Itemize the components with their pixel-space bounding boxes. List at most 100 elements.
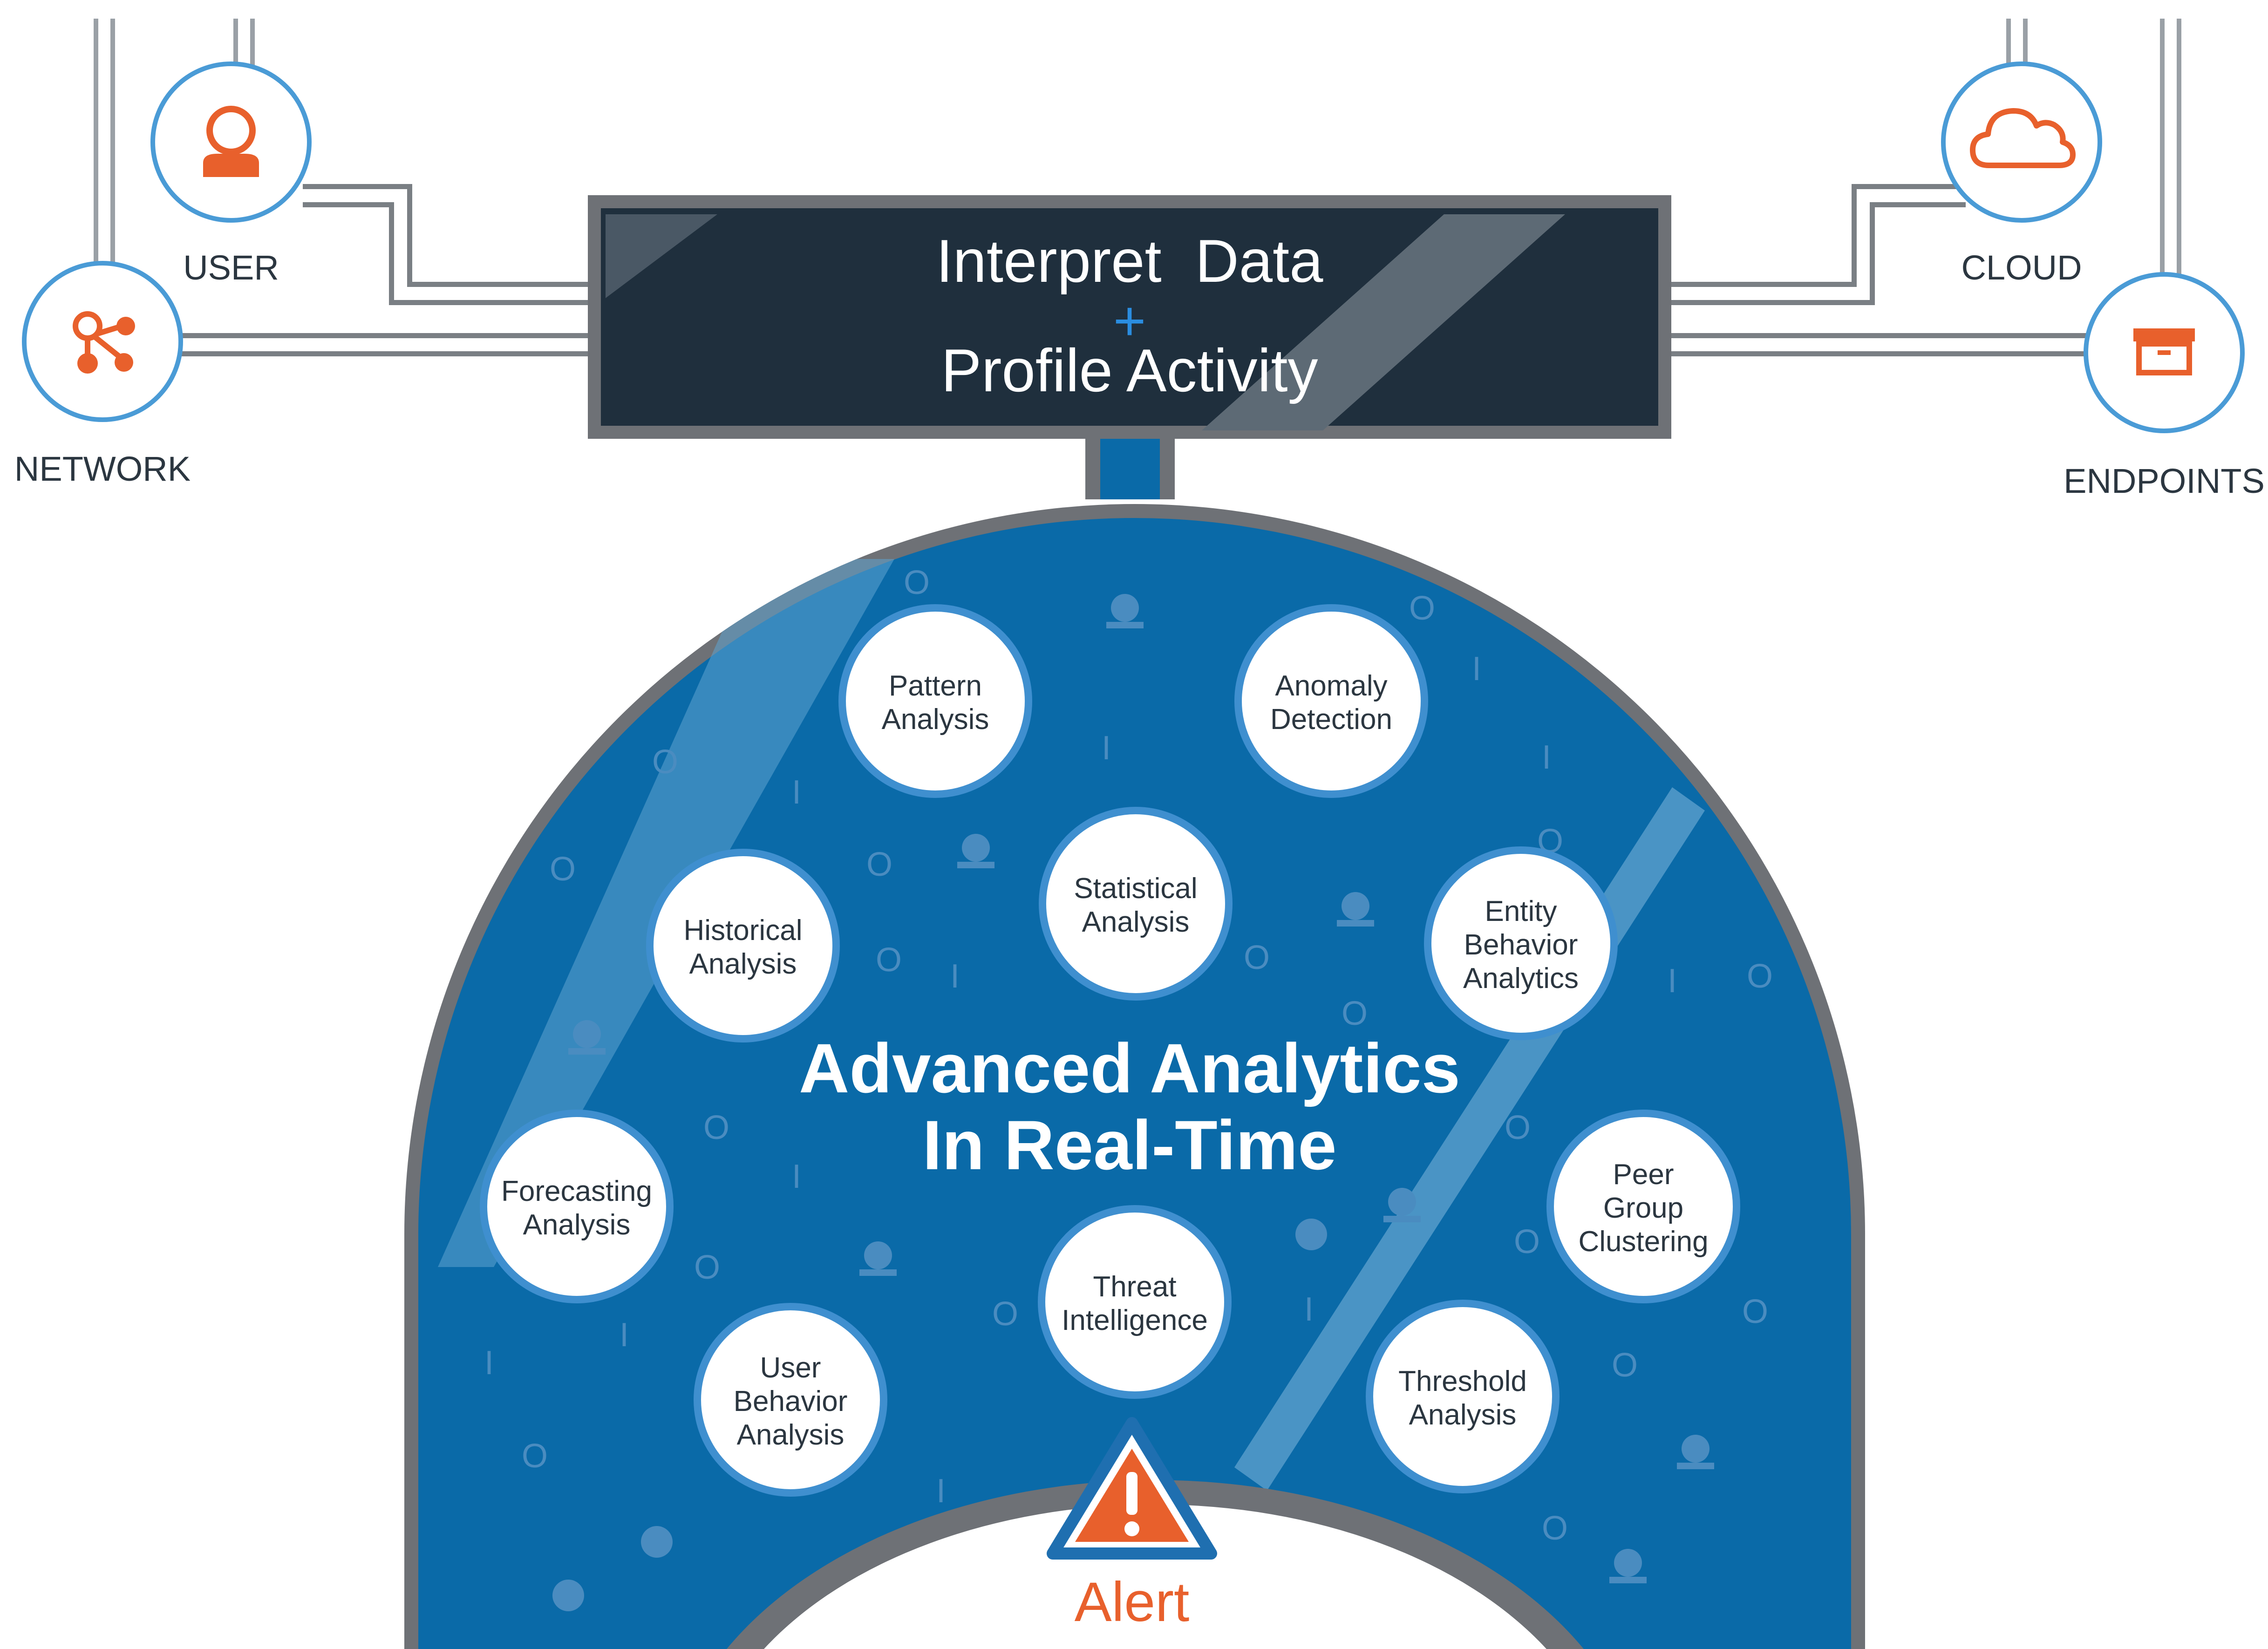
virus-icon — [1295, 1219, 1327, 1250]
svg-text:O: O — [992, 1295, 1018, 1333]
technique-label: Analysis — [523, 1209, 631, 1241]
technique-label: Peer — [1613, 1158, 1674, 1191]
svg-text:O: O — [1747, 958, 1773, 995]
technique-bubble-circle — [838, 604, 1032, 798]
analytics-title-line2: In Real-Time — [922, 1106, 1336, 1184]
technique-bubble-circle — [480, 1110, 674, 1303]
svg-text:O: O — [1342, 995, 1368, 1032]
svg-text:O: O — [876, 941, 902, 979]
technique-label: Anomaly — [1275, 670, 1387, 702]
technique-label: Analytics — [1463, 962, 1579, 995]
skull-icon — [1383, 1188, 1421, 1222]
source-label-cloud: CLOUD — [1961, 248, 2082, 287]
svg-text:O: O — [550, 851, 576, 888]
technique-label: Analysis — [689, 948, 797, 980]
svg-text:O: O — [904, 564, 930, 601]
technique-label: Historical — [684, 914, 803, 947]
technique-bubble-circle — [1366, 1300, 1560, 1493]
svg-text:I: I — [1668, 962, 1677, 1000]
processor-panel: Interpret Data + Profile Activity — [588, 195, 1671, 439]
skull-icon — [1106, 594, 1144, 628]
technique-bubble-circle — [1234, 604, 1428, 798]
analytics-title-line1: Advanced Analytics — [799, 1029, 1460, 1107]
svg-text:O: O — [522, 1438, 548, 1475]
svg-text:O: O — [866, 846, 892, 883]
user-conduit — [303, 184, 596, 305]
alert-marker: Alert — [1047, 1417, 1217, 1633]
svg-text:I: I — [936, 1472, 946, 1510]
technique-label: Statistical — [1074, 872, 1197, 905]
technique-label: Entity — [1485, 895, 1557, 927]
svg-text:I: I — [620, 1316, 629, 1354]
technique-bubbles: PatternAnalysisAnomalyDetectionHistorica… — [480, 604, 1740, 1497]
svg-text:O: O — [652, 743, 678, 781]
network-icon — [73, 311, 135, 374]
technique-label: Behavior — [1464, 929, 1578, 961]
technique-label: Threat — [1093, 1271, 1176, 1303]
svg-text:I: I — [1102, 729, 1111, 767]
archive-box-icon — [2133, 328, 2195, 375]
svg-text:I: I — [792, 1158, 801, 1195]
svg-text:I: I — [1472, 650, 1481, 688]
technique-label: Analysis — [737, 1419, 845, 1451]
skull-icon — [859, 1241, 897, 1276]
technique-label: Analysis — [1082, 906, 1190, 938]
virus-icon — [641, 1526, 673, 1558]
processor-plus: + — [1113, 290, 1146, 352]
source-label-endpoints: ENDPOINTS — [2064, 462, 2265, 500]
panel-stem — [1085, 439, 1175, 499]
skull-icon — [957, 834, 994, 868]
technique-label: Analysis — [882, 703, 989, 736]
cloud-conduit — [1663, 184, 1966, 305]
technique-label: Analysis — [1409, 1399, 1517, 1431]
svg-text:O: O — [1612, 1347, 1638, 1384]
source-node-endpoints: ENDPOINTS — [2064, 272, 2265, 500]
svg-text:I: I — [792, 774, 801, 811]
source-node-network: NETWORK — [14, 261, 191, 488]
skull-icons — [552, 594, 1714, 1611]
technique-bubble-circle — [1039, 807, 1233, 1001]
svg-text:O: O — [1244, 939, 1270, 976]
source-node-cloud: CLOUD — [1941, 61, 2102, 287]
alert-label: Alert — [1075, 1571, 1190, 1633]
svg-text:O: O — [1409, 590, 1435, 627]
svg-text:O: O — [1505, 1109, 1531, 1146]
technique-label: Pattern — [889, 670, 982, 702]
svg-text:O: O — [703, 1109, 729, 1146]
svg-text:O: O — [1542, 1510, 1568, 1547]
svg-text:O: O — [1742, 1293, 1768, 1330]
svg-text:I: I — [950, 958, 960, 995]
technique-label: Detection — [1270, 703, 1392, 736]
user-icon — [203, 106, 259, 177]
svg-text:O: O — [694, 1249, 720, 1286]
technique-bubble-circle — [1546, 1110, 1740, 1303]
svg-text:I: I — [1304, 1291, 1314, 1328]
svg-text:O: O — [1514, 1223, 1540, 1261]
skull-icon — [1609, 1549, 1647, 1583]
svg-text:I: I — [1542, 739, 1551, 776]
technique-bubble-circle — [694, 1303, 887, 1497]
processor-line1: Interpret Data — [936, 227, 1324, 295]
technique-bubble-circle — [1424, 846, 1618, 1040]
technique-label: Threshold — [1398, 1365, 1527, 1397]
technique-bubble-circle — [1038, 1205, 1232, 1399]
skull-icon — [1677, 1435, 1714, 1469]
svg-text:I: I — [484, 1344, 494, 1382]
skull-icon — [1337, 892, 1374, 927]
virus-icon — [552, 1580, 584, 1611]
skull-icon — [568, 1020, 606, 1055]
panel-glare — [606, 214, 1565, 430]
technique-label: User — [760, 1352, 821, 1384]
